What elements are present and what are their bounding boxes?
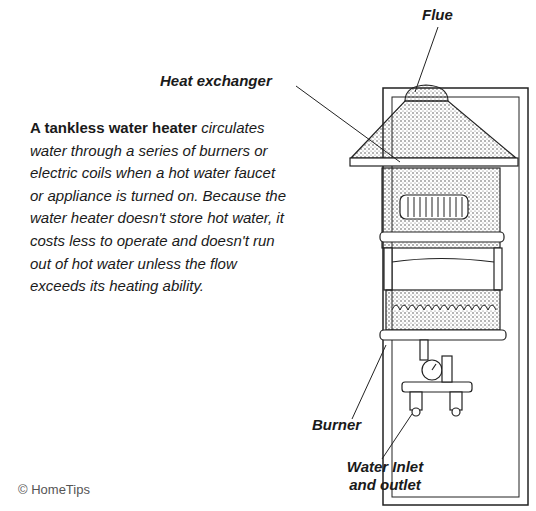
burner-box (386, 290, 500, 330)
leader-lines (296, 27, 438, 459)
callout-label: Heat exchanger (160, 72, 272, 90)
burner-flames (392, 305, 496, 310)
exchanger-coil (400, 195, 468, 219)
exchanger-tube (380, 232, 504, 242)
burner-manifold (380, 330, 506, 340)
callout-label: Water Inlet and outlet (335, 458, 435, 494)
hood (351, 101, 516, 158)
description-lead: A tankless water heater (30, 119, 197, 136)
description-paragraph: A tankless water heater circulates water… (30, 117, 292, 298)
callout-label: Flue (422, 6, 453, 24)
valve-assembly (402, 340, 472, 416)
hood-rim (350, 158, 518, 166)
side-pipes (384, 248, 502, 290)
callout-label: Burner (312, 416, 361, 434)
description-body: circulates water through a series of bur… (30, 119, 286, 294)
coil-lines (408, 197, 462, 217)
watermark: © HomeTips (18, 482, 90, 497)
flue-collar (405, 85, 448, 101)
